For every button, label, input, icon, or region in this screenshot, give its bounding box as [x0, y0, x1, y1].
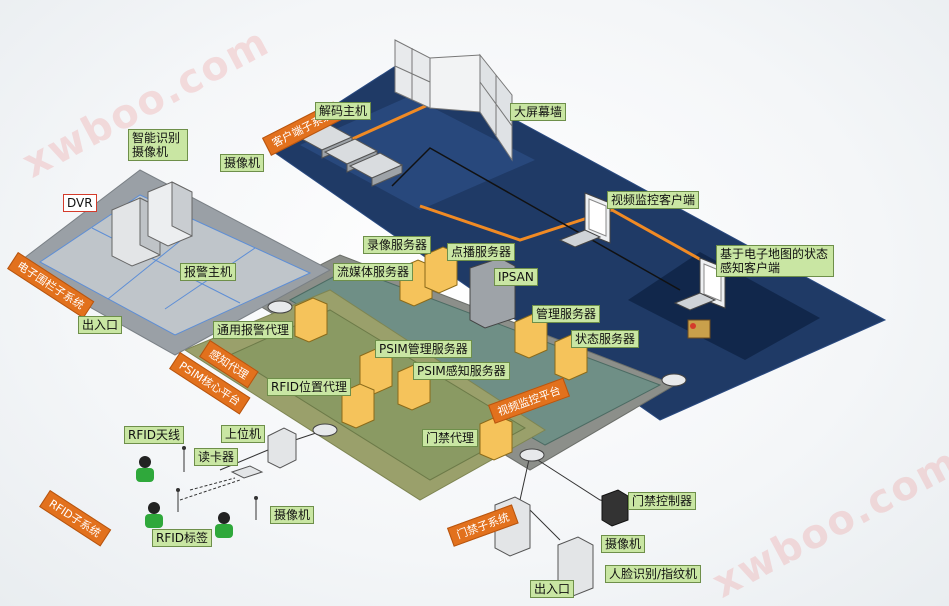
fence-grid-line-2 [107, 232, 191, 300]
label-camera-rfid: 摄像机 [270, 506, 315, 524]
decoder-icon [298, 124, 404, 187]
router-icon [267, 300, 687, 462]
building-icon [111, 181, 193, 267]
video-wall-icon [394, 39, 513, 162]
label-access-gate: 出入口 [530, 580, 575, 598]
label-map-client: 基于电子地图的状态感知客户端 [716, 245, 834, 277]
label-general-alarm-proxy: 通用报警代理 [213, 321, 294, 339]
label-upper-pc: 上位机 [221, 425, 266, 443]
label-ipsan: IPSAN [494, 268, 538, 286]
label-rfid-antenna: RFID天线 [124, 426, 185, 444]
label-psim-mgmt: PSIM管理服务器 [375, 340, 472, 358]
label-access-proxy: 门禁代理 [422, 429, 479, 447]
label-camera-fence: 摄像机 [220, 154, 265, 172]
label-mgmt-server: 管理服务器 [532, 305, 601, 323]
monitor-icon [558, 192, 611, 248]
label-video-wall: 大屏幕墙 [510, 103, 567, 121]
label-decoder: 解码主机 [315, 102, 372, 120]
server-icon [267, 246, 588, 469]
label-door-controller: 门禁控制器 [628, 492, 697, 510]
label-fence-gate: 出入口 [78, 316, 123, 334]
fence-grid [39, 194, 312, 336]
decoder-pad [300, 96, 535, 210]
label-smart-camera: 智能识别摄像机 [128, 129, 188, 161]
label-record-server: 录像服务器 [363, 236, 432, 254]
label-rfid-tag: RFID标签 [152, 529, 213, 547]
link-decoder-wall [349, 102, 431, 142]
label-vod-server: 点播服务器 [447, 243, 516, 261]
rfid-wireless-2 [179, 479, 241, 501]
antenna-icon [176, 446, 264, 520]
label-camera-access: 摄像机 [601, 535, 646, 553]
label-stream-server: 流媒体服务器 [333, 263, 414, 281]
label-rfid-pos-proxy: RFID位置代理 [267, 378, 352, 396]
person-icon [136, 456, 233, 538]
rfid-wireless-1 [189, 477, 236, 491]
label-face-finger: 人脸识别/指纹机 [605, 565, 702, 583]
link-black-main [391, 147, 681, 291]
label-reader: 读卡器 [194, 448, 239, 466]
label-dvr: DVR [63, 194, 97, 212]
label-video-client: 视频监控客户端 [607, 191, 700, 209]
label-status-server: 状态服务器 [571, 330, 640, 348]
label-psim-sense: PSIM感知服务器 [413, 362, 510, 380]
label-alarm-host: 报警主机 [180, 263, 237, 281]
